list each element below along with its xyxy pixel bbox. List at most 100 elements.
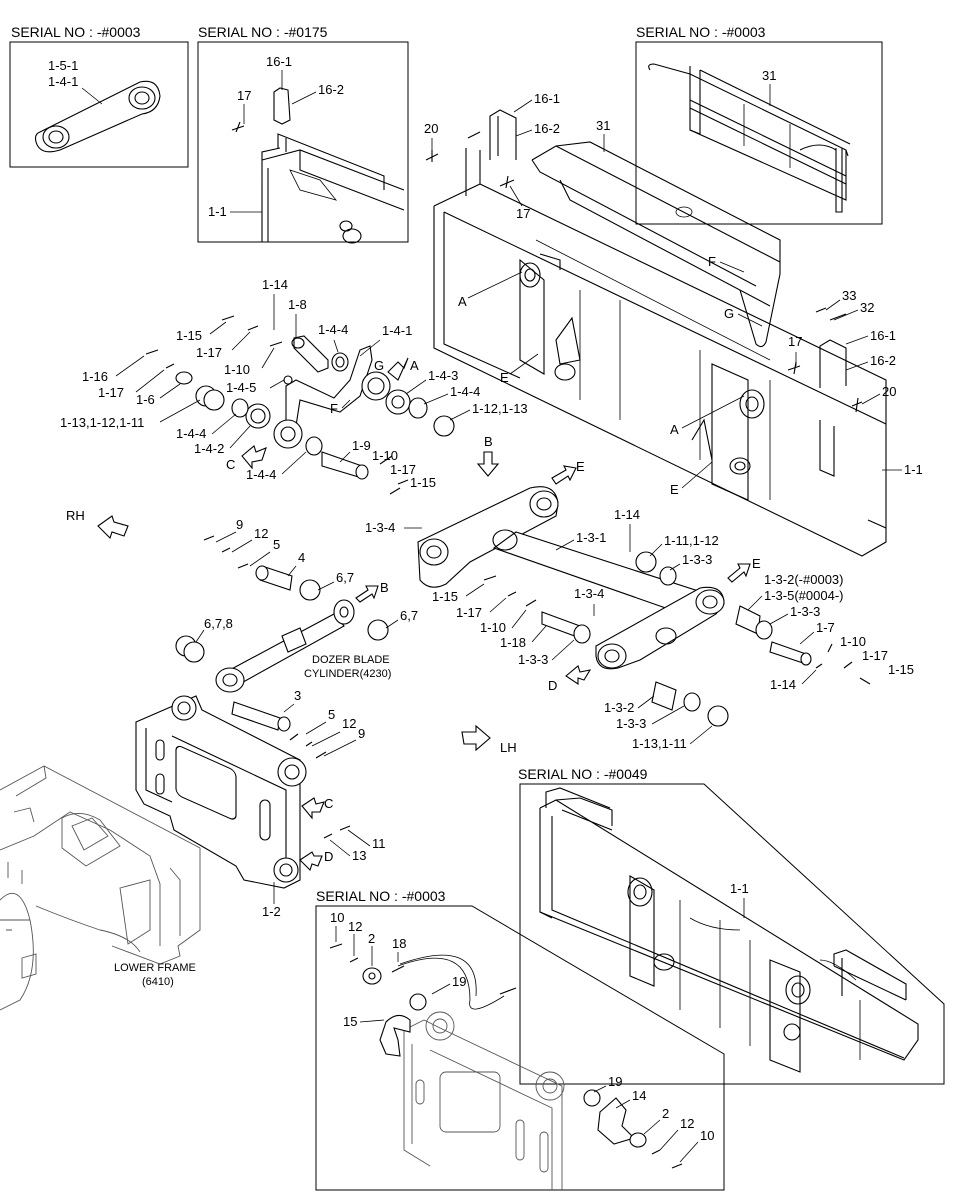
- part-label: 1-1: [904, 462, 923, 477]
- part-label: CYLINDER(4230): [304, 668, 391, 680]
- part-label: 1-9: [352, 438, 371, 453]
- part-label: G: [724, 306, 734, 321]
- part-label: 1-3-5(#0004-): [764, 588, 844, 603]
- part-label: LH: [500, 740, 517, 755]
- link-assembly-lower: [417, 486, 871, 727]
- part-label: E: [500, 370, 509, 385]
- part-label: 1-3-2: [604, 700, 634, 715]
- part-label: 1-4-4: [450, 384, 480, 399]
- serial-box-bottom-right: SERIAL NO : -#0049 1-1: [518, 766, 945, 1085]
- part-label: 1-2: [262, 904, 281, 919]
- part-label: 1-16: [82, 369, 108, 384]
- part-label: 1-4-3: [428, 368, 458, 383]
- blade-guard-top: [531, 141, 781, 361]
- guard-part-icon: [648, 63, 851, 213]
- part-label: 33: [842, 288, 856, 303]
- part-label: DOZER BLADE: [312, 654, 390, 666]
- part-label: 2: [368, 931, 375, 946]
- part-label: 1-3-3: [518, 652, 548, 667]
- part-label: 18: [392, 936, 406, 951]
- part-label: 5: [328, 707, 335, 722]
- part-label: 16-2: [870, 353, 896, 368]
- dozer-blade-cylinder: [175, 535, 389, 693]
- part-label: 9: [358, 726, 365, 741]
- part-label: E: [576, 459, 585, 474]
- part-label: 5: [273, 537, 280, 552]
- part-label: D: [324, 849, 333, 864]
- part-label: 1-3-2(-#0003): [764, 572, 844, 587]
- serial-label: SERIAL NO : -#0003: [316, 888, 446, 904]
- part-label: 6,7,8: [204, 616, 233, 631]
- part-label: A: [670, 422, 679, 437]
- part-label: 1-4-1: [382, 323, 412, 338]
- part-label: 16-2: [318, 82, 344, 97]
- blade-variant-icon: [539, 787, 919, 1073]
- part-label: F: [708, 254, 716, 269]
- part-label: 1-17: [390, 462, 416, 477]
- part-label: 1-18: [500, 635, 526, 650]
- part-label: 3: [294, 688, 301, 703]
- part-label: 1-3-3: [790, 604, 820, 619]
- part-label: 1-1: [208, 204, 227, 219]
- part-label: 1-10: [480, 620, 506, 635]
- part-label: 1-14: [262, 277, 288, 292]
- part-label: 1-17: [196, 345, 222, 360]
- part-label: 14: [632, 1088, 646, 1103]
- part-label: 1-3-3: [682, 552, 712, 567]
- part-label: 10: [330, 910, 344, 925]
- part-label: 6,7: [336, 570, 354, 585]
- part-label: 1-11,1-12: [664, 533, 719, 548]
- part-label: 11: [372, 836, 386, 851]
- part-label: 1-3-4: [574, 586, 604, 601]
- part-label: 1-10: [372, 448, 398, 463]
- part-label: 1-5-1: [48, 58, 78, 73]
- part-label: 12: [348, 919, 362, 934]
- part-label: 31: [762, 68, 776, 83]
- serial-box-top-center: SERIAL NO : -#0175 16-1 17 16-2 1-1: [197, 24, 409, 244]
- part-label: RH: [66, 508, 85, 523]
- part-label: 1-15: [176, 328, 202, 343]
- part-label: 12: [680, 1116, 694, 1131]
- part-label: 17: [788, 334, 802, 349]
- part-label: E: [670, 482, 679, 497]
- frame-corner-icon: [231, 87, 405, 244]
- serial-label: SERIAL NO : -#0003: [636, 24, 766, 40]
- part-label: 19: [452, 974, 466, 989]
- part-label: A: [410, 358, 419, 373]
- part-label: 1-3-3: [616, 716, 646, 731]
- bracket-variant-icon: [329, 943, 683, 1190]
- part-label: 17: [237, 88, 251, 103]
- part-label: 1-13,1-11: [632, 736, 687, 751]
- part-label: C: [226, 457, 235, 472]
- part-label: 31: [596, 118, 610, 133]
- part-label: 1-4-1: [48, 74, 78, 89]
- part-label: 1-1: [730, 881, 749, 896]
- part-label: 1-17: [862, 648, 888, 663]
- part-label: 10: [700, 1128, 714, 1143]
- serial-label: SERIAL NO : -#0175: [198, 24, 328, 40]
- mounting-bracket: [135, 695, 351, 889]
- part-label: 1-6: [136, 392, 155, 407]
- part-label: 16-1: [870, 328, 896, 343]
- part-label: E: [752, 556, 761, 571]
- part-label: B: [380, 580, 389, 595]
- part-label: A: [458, 294, 467, 309]
- part-label: 20: [882, 384, 896, 399]
- part-label: 6,7: [400, 608, 418, 623]
- part-label: 12: [342, 716, 356, 731]
- part-label: 1-4-4: [246, 467, 276, 482]
- part-label: 1-7: [816, 620, 835, 635]
- part-label: 1-4-5: [226, 380, 256, 395]
- part-label: 1-17: [456, 605, 482, 620]
- part-label: 13: [352, 848, 366, 863]
- link-assembly-upper: [145, 315, 455, 495]
- part-label: C: [324, 796, 333, 811]
- part-label: 1-8: [288, 297, 307, 312]
- part-label: 32: [860, 300, 874, 315]
- part-label: (6410): [142, 976, 174, 988]
- part-label: 16-2: [534, 121, 560, 136]
- part-label: 1-12,1-13: [472, 401, 528, 416]
- part-label: 1-4-4: [318, 322, 348, 337]
- part-label: 1-3-1: [576, 530, 606, 545]
- serial-box-bottom-center: SERIAL NO : -#0003: [315, 888, 725, 1191]
